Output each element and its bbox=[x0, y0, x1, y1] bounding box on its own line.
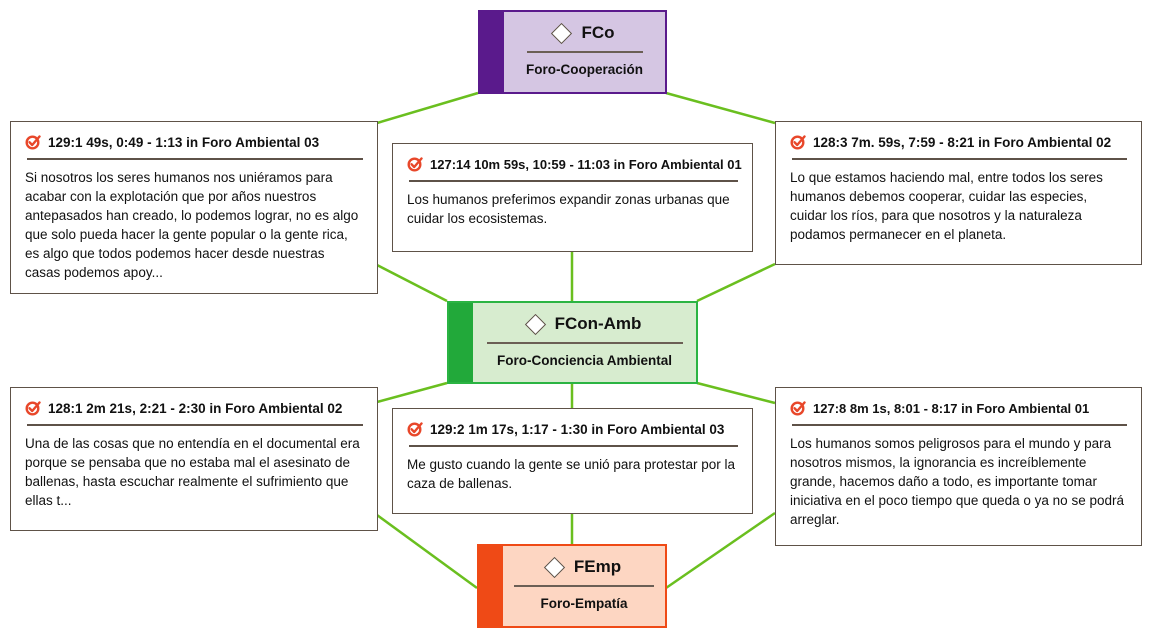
code-node-conscience[interactable]: FCon-Amb Foro-Conciencia Ambiental bbox=[447, 301, 698, 384]
code-node-cooperation[interactable]: FCo Foro-Cooperación bbox=[478, 10, 667, 94]
edge-fco-q1 bbox=[376, 91, 479, 125]
divider bbox=[409, 180, 738, 182]
check-circle-icon bbox=[790, 401, 806, 416]
edge-femp-q4 bbox=[376, 513, 478, 590]
check-circle-icon bbox=[407, 422, 423, 437]
quote-text: Lo que estamos haciendo mal, entre todos… bbox=[790, 170, 1103, 242]
quote-node[interactable]: 128:3 7m. 59s, 7:59 - 8:21 in Foro Ambie… bbox=[775, 121, 1142, 265]
code-label: FCon-Amb bbox=[554, 314, 642, 333]
quote-header: 127:14 10m 59s, 10:59 - 11:03 in Foro Am… bbox=[430, 156, 742, 172]
code-label: FEmp bbox=[573, 557, 622, 576]
diamond-icon bbox=[551, 22, 573, 44]
quote-node[interactable]: 129:2 1m 17s, 1:17 - 1:30 in Foro Ambien… bbox=[392, 408, 753, 514]
code-color-strip bbox=[449, 303, 473, 382]
code-color-strip bbox=[480, 12, 504, 92]
code-node-empathy[interactable]: FEmp Foro-Empatía bbox=[477, 544, 667, 628]
quote-header: 128:1 2m 21s, 2:21 - 2:30 in Foro Ambien… bbox=[48, 400, 343, 416]
code-name: Foro-Conciencia Ambiental bbox=[496, 353, 673, 368]
quote-header: 129:2 1m 17s, 1:17 - 1:30 in Foro Ambien… bbox=[430, 421, 725, 437]
check-circle-icon bbox=[25, 135, 41, 150]
divider bbox=[409, 445, 738, 447]
edge-fcon-q6 bbox=[696, 381, 776, 405]
edge-femp-q6 bbox=[665, 511, 776, 590]
quote-header: 129:1 49s, 0:49 - 1:13 in Foro Ambiental… bbox=[48, 134, 320, 150]
quote-node[interactable]: 127:8 8m 1s, 8:01 - 8:17 in Foro Ambient… bbox=[775, 387, 1142, 546]
edge-fcon-q3 bbox=[696, 262, 776, 303]
quote-node[interactable]: 127:14 10m 59s, 10:59 - 11:03 in Foro Am… bbox=[392, 143, 753, 252]
edge-fcon-q1 bbox=[376, 263, 448, 303]
quote-node[interactable]: 129:1 49s, 0:49 - 1:13 in Foro Ambiental… bbox=[10, 121, 378, 294]
edge-fco-q3 bbox=[665, 91, 776, 125]
edge-fcon-q4 bbox=[376, 381, 448, 404]
check-circle-icon bbox=[25, 401, 41, 416]
quote-text: Me gusto cuando la gente se unió para pr… bbox=[407, 457, 735, 491]
divider bbox=[486, 342, 683, 344]
divider bbox=[514, 585, 654, 587]
divider bbox=[526, 51, 643, 53]
code-name: Foro-Empatía bbox=[540, 596, 628, 611]
code-color-strip bbox=[479, 546, 503, 626]
diamond-icon bbox=[524, 313, 546, 335]
check-circle-icon bbox=[790, 135, 806, 150]
code-label: FCo bbox=[581, 23, 615, 42]
quote-node[interactable]: 128:1 2m 21s, 2:21 - 2:30 in Foro Ambien… bbox=[10, 387, 378, 531]
quote-text: Los humanos somos peligrosos para el mun… bbox=[790, 436, 1124, 527]
divider bbox=[792, 158, 1127, 160]
quote-header: 128:3 7m. 59s, 7:59 - 8:21 in Foro Ambie… bbox=[813, 134, 1112, 150]
divider bbox=[792, 424, 1127, 426]
diamond-icon bbox=[543, 556, 565, 578]
quote-text: Los humanos preferimos expandir zonas ur… bbox=[407, 192, 730, 226]
quote-header: 127:8 8m 1s, 8:01 - 8:17 in Foro Ambient… bbox=[813, 400, 1090, 416]
check-circle-icon bbox=[407, 157, 423, 172]
quote-text: Si nosotros los seres humanos nos uniéra… bbox=[25, 170, 359, 280]
code-name: Foro-Cooperación bbox=[526, 62, 643, 77]
quote-text: Una de las cosas que no entendía en el d… bbox=[25, 436, 360, 508]
divider bbox=[27, 158, 363, 160]
divider bbox=[27, 424, 363, 426]
